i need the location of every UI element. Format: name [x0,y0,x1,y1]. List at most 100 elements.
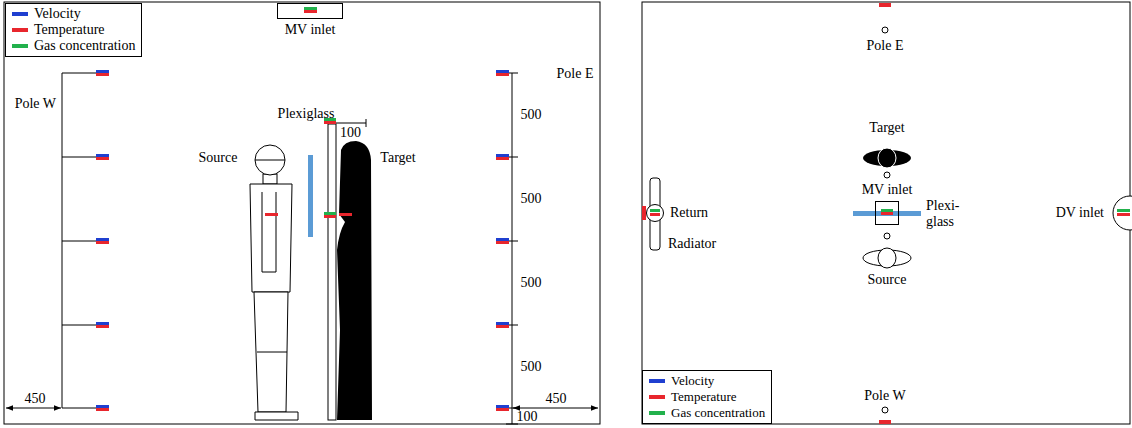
legend-item: Gas concentration [649,405,765,421]
dimension: 500 [521,107,542,123]
pole-label: Pole E [867,38,904,54]
sensor-mark [96,241,109,244]
legend-text: Gas concentration [671,405,765,421]
tick-line [509,73,518,74]
person-label: Source [199,150,238,166]
sensor-mark [642,206,646,220]
legend-item: Velocity [12,6,135,22]
sensor-mark [879,3,891,7]
sensor-mark [496,238,509,241]
part-label: Plexi- glass [926,198,966,230]
sensor-mark [339,213,352,216]
tick-line [62,157,96,158]
sensor-mark [96,154,109,157]
sensor-mark [324,212,336,215]
sensor-mark [496,325,509,328]
target-plan-head [878,148,896,168]
plexiglass-panel [853,211,921,216]
dimension-tick [366,119,367,127]
panel-frame [4,2,600,424]
sensor-mark [96,238,109,241]
sensor-mark [496,70,509,73]
sensor-mark [304,7,317,10]
inlet-label: Return [670,205,708,221]
sensor-mark [496,157,509,160]
target-mannequin [337,141,372,420]
tick-line [62,408,96,409]
sensor-mark [496,154,509,157]
source-plan-head [878,248,896,268]
dimension: 100 [340,125,361,141]
legend-box: VelocityTemperatureGas concentration [5,3,142,57]
legend-swatch [12,28,28,32]
legend-item: Velocity [649,373,765,389]
person-label: Source [868,272,907,288]
tick-line [62,325,96,326]
inlet-label: DV inlet [1056,205,1104,221]
sensor-mark [96,157,109,160]
sensor-mark [96,405,109,408]
inlet-box: MV inlet [277,3,343,19]
dimension-line [6,408,61,409]
tick-line [509,408,518,409]
dimension: 100 [517,409,538,425]
inlet-box: MV inlet [875,201,899,225]
legend-swatch [649,395,665,399]
sensor-mark [96,322,109,325]
dimension: 500 [521,359,542,375]
dimension: 500 [521,275,542,291]
terminal-circle: DV inlet [1112,195,1132,231]
dimension: 500 [521,191,542,207]
tick-line [509,325,518,326]
dimension-line [336,123,366,124]
legend-box: VelocityTemperatureGas concentration [642,370,772,424]
terminal-circle: Return [646,204,664,222]
pole-plan [882,27,888,33]
legend-swatch [649,411,665,415]
source-mannequin [250,145,298,420]
pole-plan [882,407,888,413]
sensor-mark [496,322,509,325]
sampling-point [884,172,890,178]
person-label: Target [380,150,415,166]
sensor-mark [881,212,893,215]
pole-label: Pole E [557,66,594,82]
inlet-label: MV inlet [862,182,913,198]
sensor-mark [496,73,509,76]
support-pole [328,124,336,420]
legend-item: Temperature [12,22,135,38]
sensor-mark [96,408,109,411]
panel-frame [642,2,1130,424]
legend-text: Temperature [34,22,105,38]
pole-line [512,73,513,424]
sampling-point [884,233,890,239]
sensor-mark [879,420,891,424]
legend-text: Temperature [671,389,737,405]
legend-swatch [649,379,665,383]
tick-line [62,241,96,242]
node-outline [646,204,664,222]
tick-line [506,424,518,425]
person-label: Target [869,120,904,136]
dimension-line [513,408,598,409]
sensor-mark [96,325,109,328]
tick-line [62,73,96,74]
legend-text: Velocity [34,6,81,22]
inlet-label: MV inlet [285,22,336,38]
legend-item: Temperature [649,389,765,405]
dimension: 450 [25,391,46,407]
sensor-mark [304,10,317,13]
node-outline [1112,195,1132,231]
sensor-mark [265,213,278,216]
sensor-mark [96,70,109,73]
part-label: Radiator [668,236,716,252]
tick-line [509,157,518,158]
legend-swatch [12,44,28,48]
sensor-mark [324,215,336,218]
pole-label: Pole W [864,388,905,404]
dimension: 450 [546,391,567,407]
radiator [650,178,660,250]
legend-item: Gas concentration [12,38,135,54]
